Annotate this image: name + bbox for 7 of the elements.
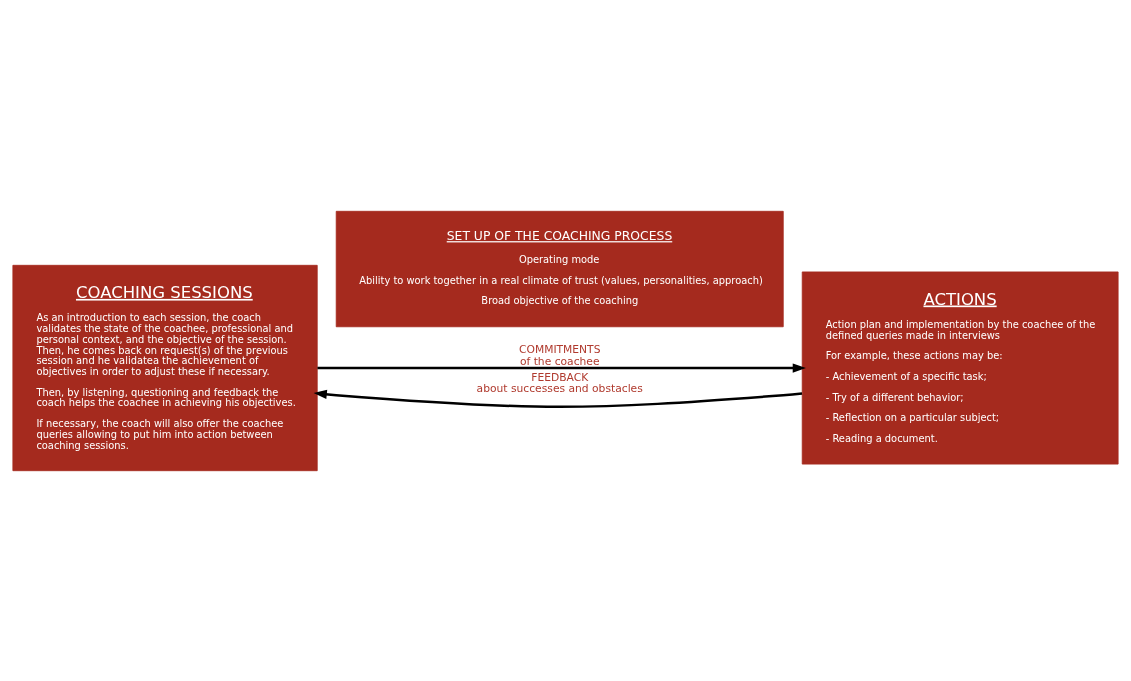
node-box: ACTIONS Action plan and implementation by the coachee of the defined queries made in interviews For example, these actions may be: - Achievement of a specific task; - Try of a different behavior; - Reflection on a particular subject; - Reading a document. xyxy=(801,271,1119,464)
arrow xyxy=(317,362,806,373)
edge-label: FEEDBACK about successes and obstacles xyxy=(476,370,643,395)
node-box: SET UP OF THE COACHING PROCESS Operating mode Ability to work together in a real climate of trust (values, personalities, approach) Broad objective of the coaching xyxy=(335,210,784,327)
node-box: COACHING SESSIONS As an introduction to each session, the coach validates the state of the coachee, professional and personal context, and the objective of the session. Then, he comes back on request(s) of the previous session and he validatea the achievement of objectives in order to adjust these if necessary. Then, by listening, questioning and feedback the coach helps the coachee in achieving his objectives. If necessary, the coach will also offer the coachee queries allowing to put him into action between coaching sessions. xyxy=(12,264,318,471)
arrow xyxy=(313,389,803,408)
edge-label: COMMITMENTS of the coachee xyxy=(518,343,601,368)
